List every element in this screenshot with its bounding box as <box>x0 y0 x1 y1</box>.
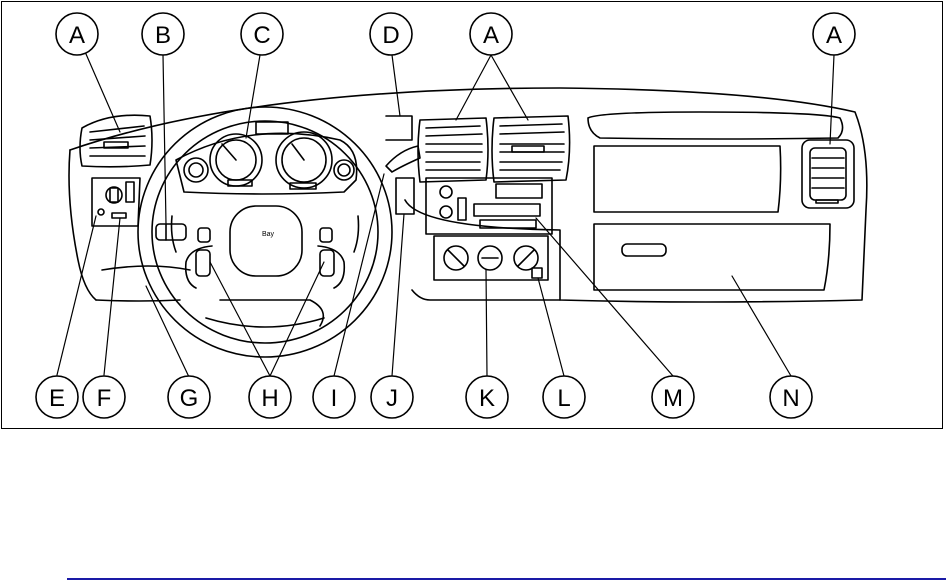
callout-b-text: B <box>155 22 171 49</box>
callout-e: E <box>36 376 78 418</box>
callout-f: F <box>83 376 125 418</box>
callout-d: D <box>370 13 412 55</box>
headlamp-switch <box>92 178 140 226</box>
wiper-stalk <box>386 116 420 172</box>
callout-k: K <box>466 376 508 418</box>
glove-box <box>594 224 830 290</box>
callout-l: L <box>543 376 585 418</box>
callout-d-text: D <box>382 22 399 49</box>
callout-a-center: A <box>470 13 512 55</box>
callout-m-text: M <box>663 385 683 412</box>
passenger-panel <box>594 146 781 212</box>
callout-h: H <box>249 376 291 418</box>
callout-j: J <box>371 376 413 418</box>
center-air-vents <box>418 116 570 182</box>
leader-lines <box>57 54 834 377</box>
callout-f-text: F <box>97 385 112 412</box>
callout-g: G <box>168 376 210 418</box>
dashboard-outline <box>69 88 867 302</box>
ignition-panel <box>396 178 414 214</box>
instrument-cluster <box>176 122 357 194</box>
top-callouts: A B C D A A <box>56 13 855 55</box>
callout-c: C <box>241 13 283 55</box>
steering-wheel: Bay <box>138 107 392 357</box>
callout-n-text: N <box>782 385 799 412</box>
dashboard-diagram: Bay <box>0 0 947 432</box>
callout-h-text: H <box>261 385 278 412</box>
callout-b: B <box>142 13 184 55</box>
audio-system <box>426 178 552 234</box>
callout-e-text: E <box>49 385 65 412</box>
callout-a-right-text: A <box>826 22 842 49</box>
horizontal-rule <box>67 578 946 580</box>
callout-k-text: K <box>479 385 495 412</box>
right-air-vent <box>802 140 854 208</box>
callout-a-center-text: A <box>483 22 499 49</box>
callout-i: I <box>313 376 355 418</box>
callout-m: M <box>652 376 694 418</box>
callout-n: N <box>770 376 812 418</box>
callout-a-left: A <box>56 13 98 55</box>
callout-a-left-text: A <box>69 22 85 49</box>
svg-text:Bay: Bay <box>262 231 275 238</box>
bottom-callouts: E F G H I J K L <box>36 376 812 418</box>
callout-g-text: G <box>180 385 199 412</box>
callout-j-text: J <box>386 385 398 412</box>
callout-a-right: A <box>813 13 855 55</box>
climate-controls <box>434 236 548 280</box>
callout-c-text: C <box>253 22 270 49</box>
callout-l-text: L <box>557 385 570 412</box>
callout-i-text: I <box>331 385 338 412</box>
